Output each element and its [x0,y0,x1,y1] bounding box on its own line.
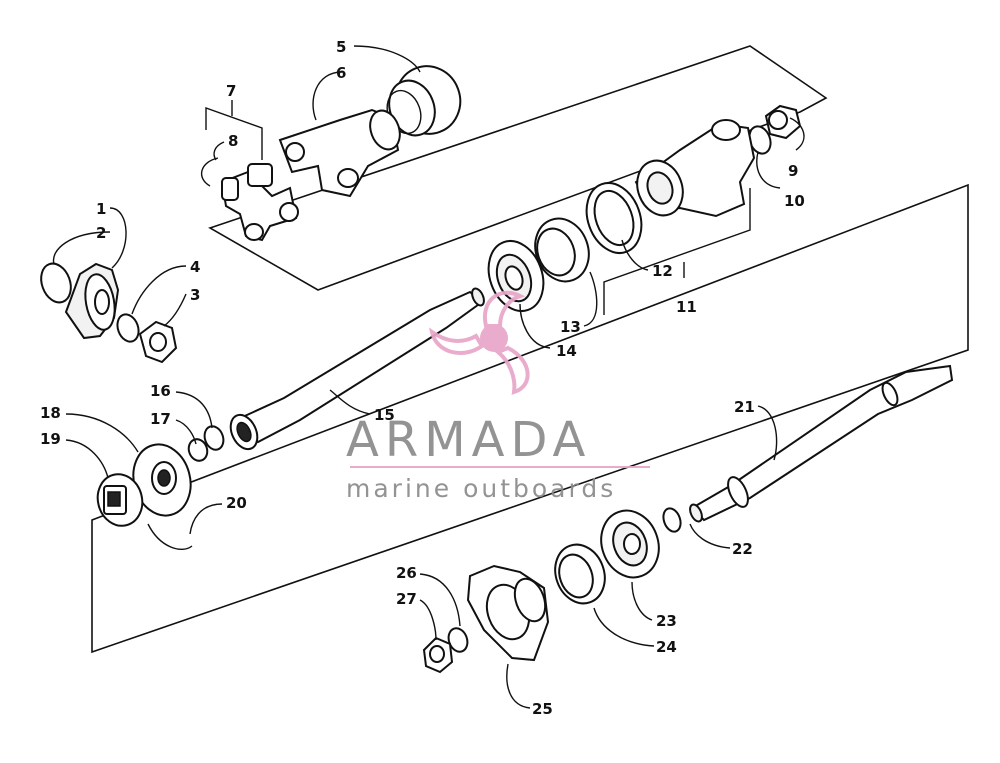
callout-6: 6 [336,64,346,82]
nut-part-9 [764,104,802,140]
nut-part-27 [422,636,454,674]
callout-18: 18 [40,404,61,422]
callout-4: 4 [190,258,200,276]
housing-part-25 [466,564,550,662]
washer-part-16 [203,425,225,451]
yoke-part-11 [634,119,756,218]
pinion-gear-part-1 [64,262,120,340]
drive-shaft-part-21 [689,364,954,523]
callout-23: 23 [656,612,677,630]
watermark-subtitle: marine outboards [346,474,616,503]
propeller-logo-icon [429,290,530,395]
callout-12: 12 [652,262,673,280]
washer-part-4 [116,313,140,343]
seal-part-13 [534,217,590,283]
callout-3: 3 [190,286,200,304]
callout-27: 27 [396,590,417,608]
lower-group-box [91,183,969,654]
callout-7: 7 [226,82,236,100]
drive-shaft-part-15 [229,287,485,451]
bracket-7 [205,107,263,160]
boot-part-5 [386,65,462,137]
washer-part-2 [40,262,72,304]
callout-11: 11 [676,298,697,316]
watermark-title: ARMADA [346,412,591,468]
callout-22: 22 [732,540,753,558]
o-ring-part-22 [662,507,682,533]
callout-10: 10 [784,192,805,210]
coupler-part-19 [96,473,144,527]
callout-2: 2 [96,224,106,242]
yoke-part-6 [278,108,401,198]
callout-14: 14 [556,342,577,360]
leader-lines [52,45,805,709]
bracket-11 [603,188,751,315]
snap-ring-part-20 [147,523,193,551]
callout-17: 17 [150,410,171,428]
nut-part-3 [138,320,178,364]
gear-part-18 [132,443,192,517]
callout-8: 8 [228,132,238,150]
callout-26: 26 [396,564,417,582]
callout-19: 19 [40,430,61,448]
callout-9: 9 [788,162,798,180]
callout-21: 21 [734,398,755,416]
bearing-part-23 [600,509,660,579]
callout-15: 15 [374,406,395,424]
callout-16: 16 [150,382,171,400]
universal-joint-part-7 [220,163,299,242]
callout-13: 13 [560,318,581,336]
callout-25: 25 [532,700,553,718]
snap-ring-part-8 [200,157,219,187]
callout-5: 5 [336,38,346,56]
seal-part-12 [585,182,643,254]
seal-part-24 [554,543,606,605]
callout-1: 1 [96,200,106,218]
upper-group-box [208,45,828,291]
watermark: ARMADA marine outboards [346,290,650,503]
callout-20: 20 [226,494,247,512]
callout-24: 24 [656,638,677,656]
